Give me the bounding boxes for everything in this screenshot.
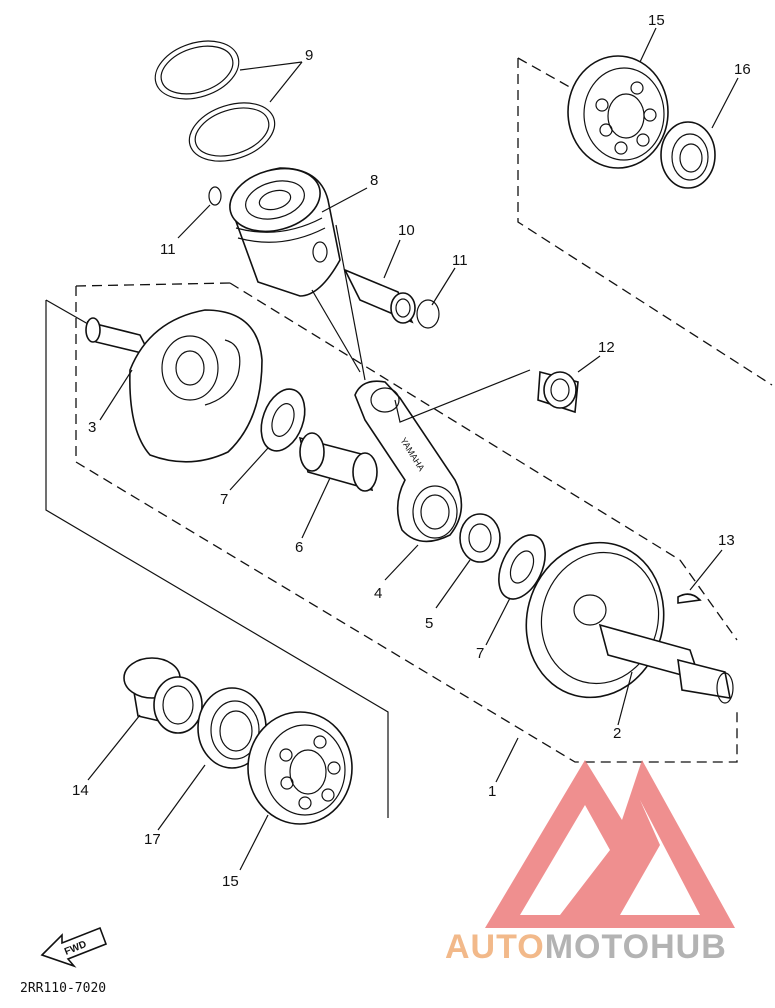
watermark-auto: AUTO	[445, 928, 545, 966]
crank-web-left	[85, 309, 263, 463]
label-part-3: 3	[88, 419, 96, 436]
circlip-left	[208, 186, 222, 206]
needle-bearing-big-end	[459, 513, 501, 563]
bearing-upper	[567, 55, 669, 169]
label-part-7-left: 7	[220, 491, 228, 508]
label-part-6: 6	[295, 539, 303, 556]
crank-pin	[298, 432, 378, 492]
label-part-11-left: 11	[160, 241, 176, 258]
label-part-15-upper: 15	[648, 12, 665, 29]
label-part-16: 16	[734, 61, 751, 78]
label-part-8: 8	[370, 172, 378, 189]
watermark-hub: HUB	[650, 928, 727, 966]
crank-web-right	[525, 541, 734, 704]
bearing-lower	[247, 711, 353, 825]
label-part-13: 13	[718, 532, 735, 549]
woodruff-key	[677, 593, 702, 604]
watermark-text: AUTOMOTOHUB	[445, 928, 727, 966]
assembly-outline-crankshaft	[75, 282, 738, 763]
thrust-washer-left	[260, 388, 306, 452]
label-part-9: 9	[305, 47, 313, 64]
circlip-right	[416, 299, 440, 329]
diagram-code: 2RR110-7020	[20, 981, 106, 996]
label-part-10: 10	[398, 222, 415, 239]
assembly-outline-bearings	[517, 57, 773, 386]
label-part-14: 14	[72, 782, 89, 799]
label-part-4: 4	[374, 585, 382, 602]
automotohub-logo-icon	[485, 760, 735, 928]
thrust-washer-right	[498, 534, 546, 600]
label-part-2: 2	[613, 725, 621, 742]
fwd-arrow-icon: FWD	[40, 926, 108, 968]
oil-seal-upper	[660, 121, 716, 189]
label-part-11-right: 11	[452, 252, 468, 269]
spacer-collar	[123, 657, 203, 734]
leader-lines	[87, 27, 739, 871]
label-part-7-right: 7	[476, 645, 484, 662]
watermark-moto: MOTO	[545, 928, 650, 966]
label-part-17: 17	[144, 831, 161, 848]
label-part-12: 12	[598, 339, 615, 356]
connecting-rod	[354, 380, 463, 543]
label-part-5: 5	[425, 615, 433, 632]
piston-rings	[154, 40, 276, 162]
label-part-1: 1	[488, 783, 496, 800]
piston	[229, 167, 341, 297]
needle-bearing-small-end	[537, 370, 579, 414]
label-part-15-lower: 15	[222, 873, 239, 890]
piston-pin	[343, 268, 416, 324]
